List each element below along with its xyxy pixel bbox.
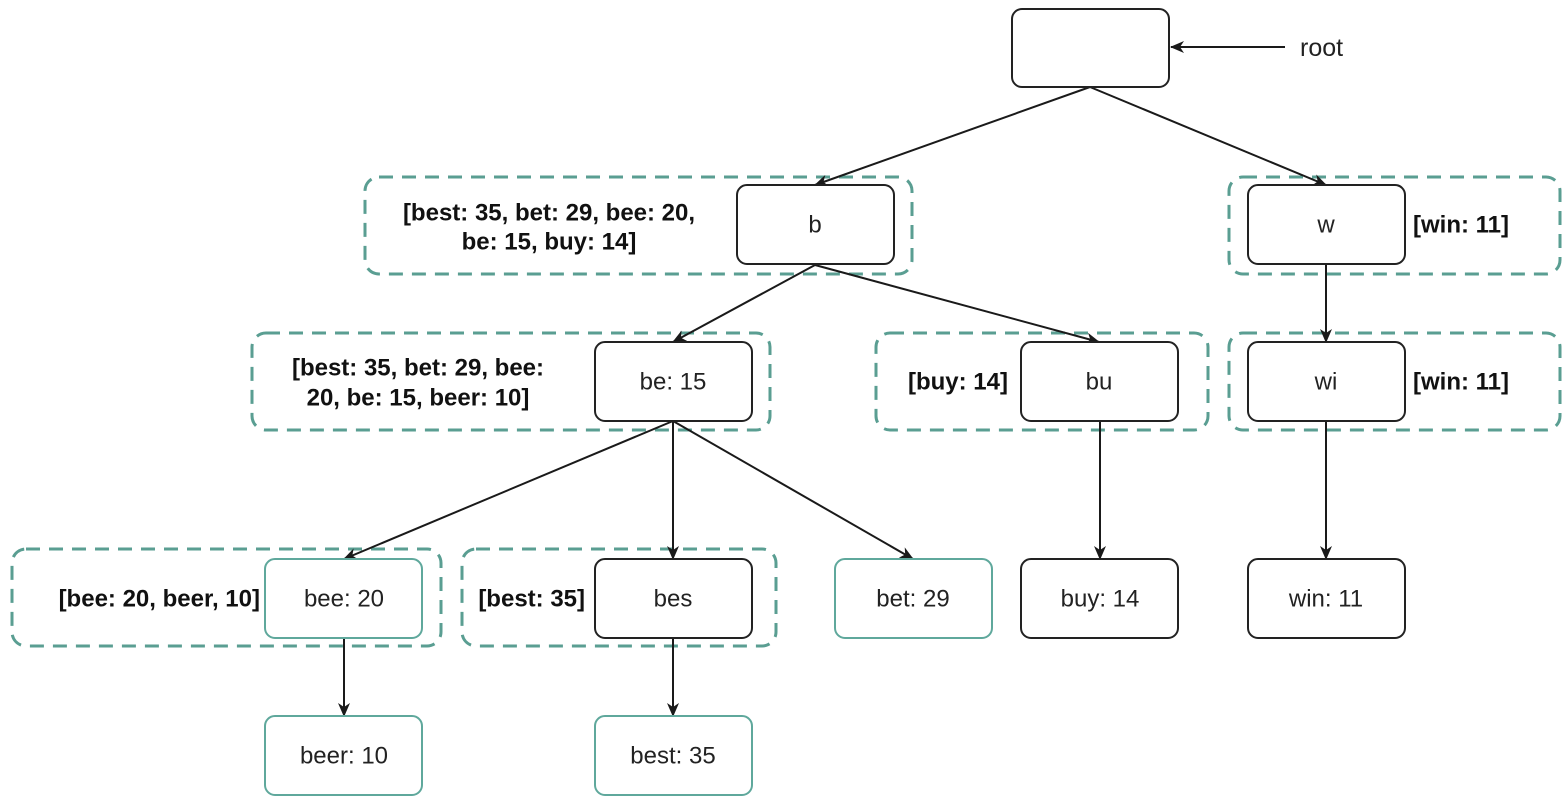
node-bu-label: bu xyxy=(1086,369,1113,396)
node-bet: bet: 29 xyxy=(834,558,993,639)
node-buy-label: buy: 14 xyxy=(1061,586,1140,613)
edge-b-be xyxy=(672,264,816,343)
cache-be-line-2: 20, be: 15, beer: 10] xyxy=(307,385,530,412)
node-bee: bee: 20 xyxy=(264,558,423,639)
root-label: root xyxy=(1300,34,1343,62)
node-win: win: 11 xyxy=(1247,558,1406,639)
cache-b-line-1: [best: 35, bet: 29, bee: 20, xyxy=(403,200,695,227)
edge-be-bet xyxy=(672,420,914,560)
cache-wi: [win: 11] xyxy=(1413,369,1509,396)
node-wi-label: wi xyxy=(1314,369,1338,396)
node-be-label: be: 15 xyxy=(640,369,707,396)
cache-b-line-2: be: 15, buy: 14] xyxy=(462,229,637,256)
node-wi: wi xyxy=(1247,341,1406,422)
cache-bu: [buy: 14] xyxy=(908,369,1008,396)
edge-be-bee xyxy=(343,420,674,560)
node-best-label: best: 35 xyxy=(630,743,715,770)
node-beer: beer: 10 xyxy=(264,715,423,796)
node-bes: bes xyxy=(594,558,753,639)
cache-group-bes xyxy=(460,547,778,648)
node-bee-label: bee: 20 xyxy=(304,586,384,613)
edge-root-b xyxy=(814,86,1091,187)
node-beer-label: beer: 10 xyxy=(300,743,388,770)
cache-bee: [bee: 20, beer, 10] xyxy=(59,586,260,613)
edge-b-bu xyxy=(814,264,1100,345)
cache-group-wi xyxy=(1227,331,1562,432)
cache-be-line-1: [best: 35, bet: 29, bee: xyxy=(292,355,544,382)
cache-group-bee xyxy=(10,547,443,648)
cache-group-b xyxy=(363,175,914,276)
node-be: be: 15 xyxy=(594,341,753,422)
node-b: b xyxy=(736,184,895,265)
node-buy: buy: 14 xyxy=(1020,558,1179,639)
node-best: best: 35 xyxy=(594,715,753,796)
node-win-label: win: 11 xyxy=(1288,586,1363,613)
node-b-label: b xyxy=(808,212,821,239)
cache-group-bu xyxy=(874,331,1210,432)
node-bet-label: bet: 29 xyxy=(876,586,949,613)
cache-w: [win: 11] xyxy=(1413,212,1509,239)
cache-bes: [best: 35] xyxy=(478,586,585,613)
node-root xyxy=(1011,8,1170,88)
node-bes-label: bes xyxy=(654,586,693,613)
edge-root-w xyxy=(1089,86,1327,186)
cache-group-w xyxy=(1227,175,1562,276)
node-bu: bu xyxy=(1020,341,1179,422)
node-w: w xyxy=(1247,184,1406,265)
node-w-label: w xyxy=(1316,212,1335,239)
